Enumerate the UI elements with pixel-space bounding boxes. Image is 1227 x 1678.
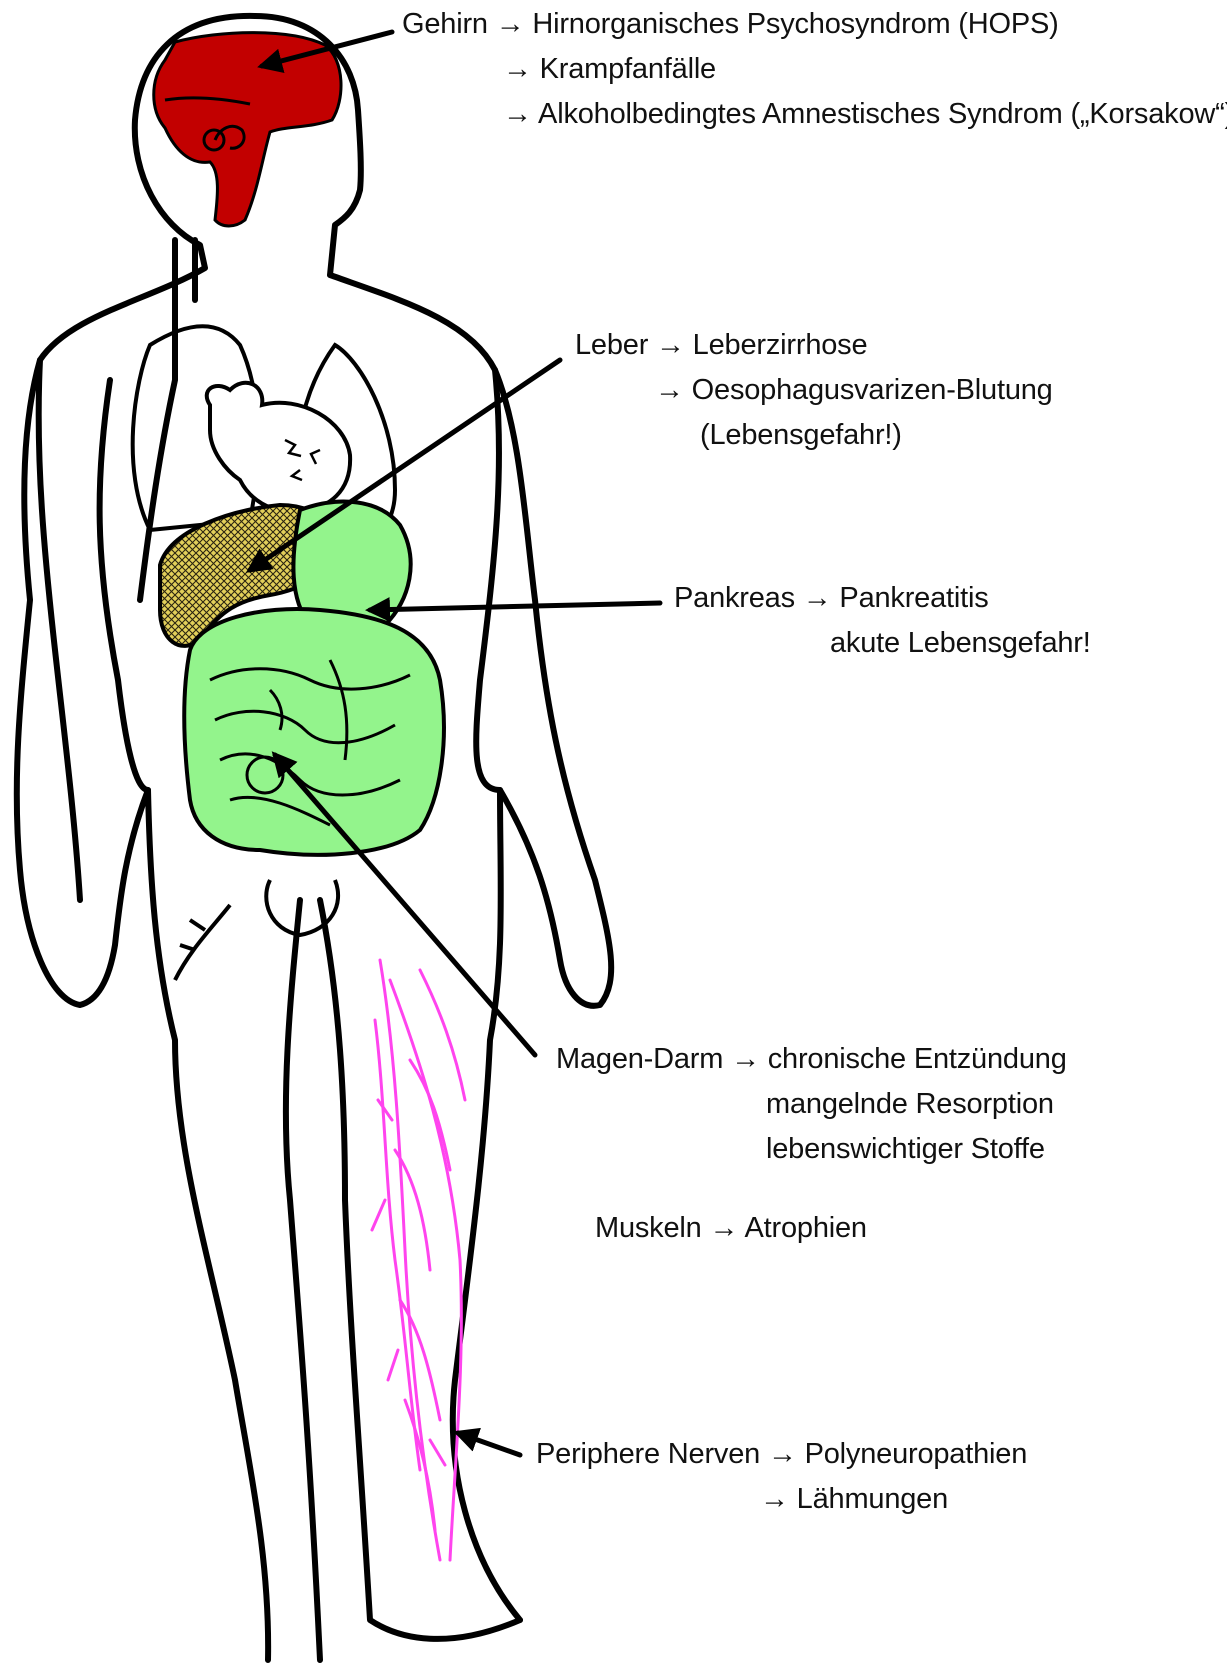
label-nerves: Periphere Nerven → Polyneuropathien — [536, 1432, 1027, 1477]
label-nerves-line-1: Periphere Nerven → Polyneuropathien — [536, 1432, 1027, 1477]
brain — [154, 33, 341, 226]
label-gut-line-1: Magen-Darm → chronische Entzündung — [556, 1037, 1067, 1082]
arrow-nerves — [458, 1433, 520, 1455]
label-brain: Gehirn → Hirnorganisches Psychosyndrom (… — [402, 2, 1059, 47]
label-gut-sub: mangelnde Resorption lebenswichtiger Sto… — [766, 1082, 1054, 1172]
label-pancreas: Pankreas → Pankreatitis — [674, 576, 989, 621]
label-liver-line-3: (Lebensgefahr!) — [700, 413, 902, 458]
label-pancreas-sub: akute Lebensgefahr! — [830, 621, 1091, 666]
label-brain-sub: → Krampfanfälle → Alkoholbedingtes Amnes… — [503, 47, 1227, 137]
label-pancreas-line-1: Pankreas → Pankreatitis — [674, 576, 989, 621]
leg-nerves — [372, 960, 465, 1560]
label-brain-line-2: → Krampfanfälle — [503, 47, 1227, 92]
label-muscles-line-1: Muskeln → Atrophien — [595, 1206, 867, 1251]
label-gut-line-2: mangelnde Resorption — [766, 1082, 1054, 1127]
label-nerves-sub: → Lähmungen — [760, 1477, 948, 1522]
label-liver-sub: → Oesophagusvarizen-Blutung — [655, 368, 1053, 413]
label-pancreas-line-2: akute Lebensgefahr! — [830, 621, 1091, 666]
label-brain-line-3: → Alkoholbedingtes Amnestisches Syndrom … — [503, 92, 1227, 137]
label-liver-line-2: → Oesophagusvarizen-Blutung — [655, 368, 1053, 413]
label-muscles: Muskeln → Atrophien — [595, 1206, 867, 1251]
label-gut: Magen-Darm → chronische Entzündung — [556, 1037, 1067, 1082]
label-gut-line-3: lebenswichtiger Stoffe — [766, 1127, 1054, 1172]
heart — [207, 383, 350, 512]
label-liver-line-1: Leber → Leberzirrhose — [575, 323, 867, 368]
label-brain-line-1: Gehirn → Hirnorganisches Psychosyndrom (… — [402, 2, 1059, 47]
label-liver: Leber → Leberzirrhose — [575, 323, 867, 368]
pelvis — [175, 880, 338, 980]
intestines — [184, 609, 444, 855]
label-liver-sub2: (Lebensgefahr!) — [700, 413, 902, 458]
arrow-pancreas — [370, 603, 660, 610]
label-nerves-line-2: → Lähmungen — [760, 1477, 948, 1522]
